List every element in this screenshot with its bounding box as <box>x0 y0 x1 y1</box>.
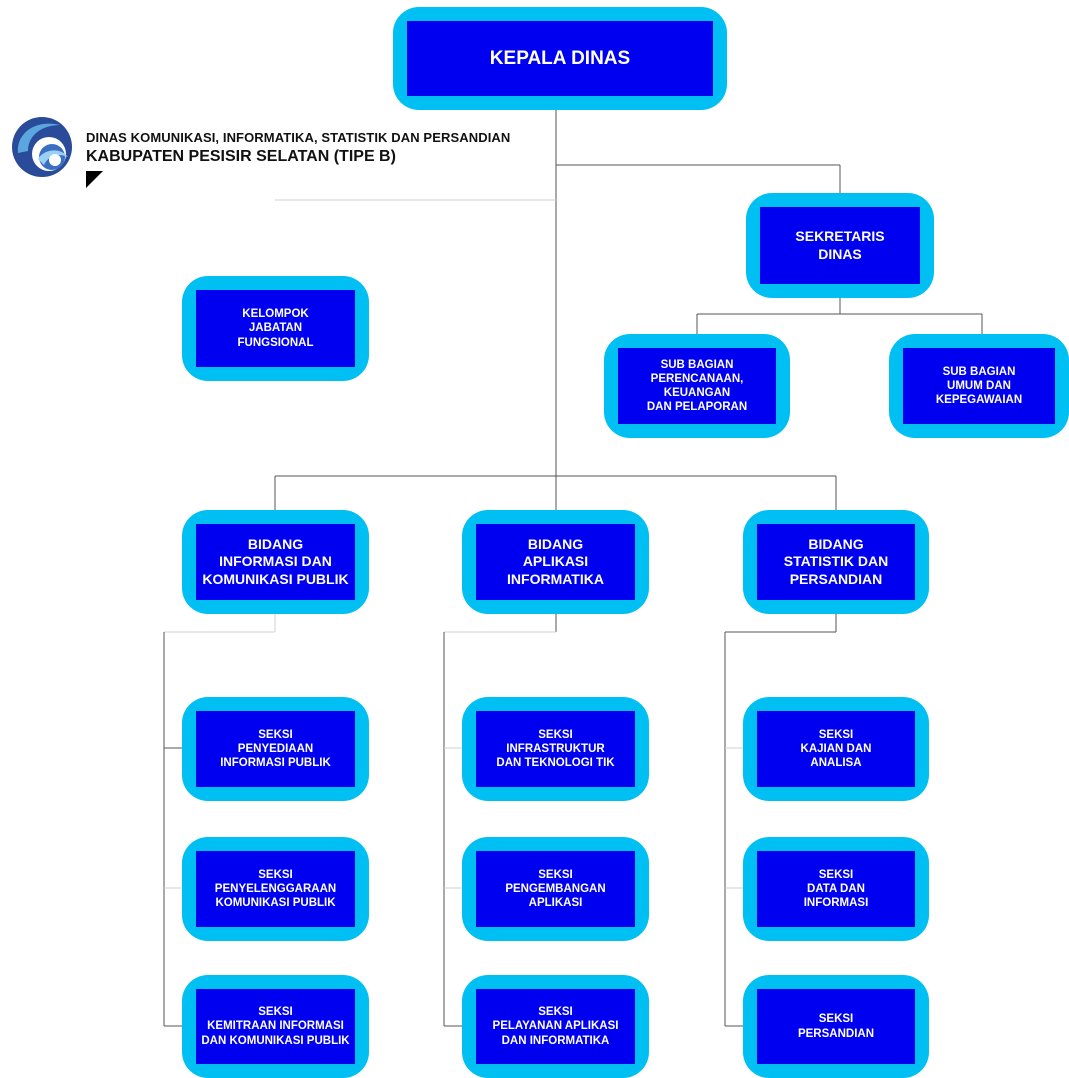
box-bidang-aptika: BIDANG APLIKASI INFORMATIKA <box>462 510 649 614</box>
box-label: SEKRETARIS DINAS <box>795 228 885 262</box>
box-label: SEKSI PENGEMBANGAN APLIKASI <box>505 868 606 909</box>
box-label: BIDANG STATISTIK DAN PERSANDIAN <box>783 536 889 587</box>
box-seksi-penyelenggaraan: SEKSI PENYELENGGARAAN KOMUNIKASI PUBLIK <box>182 837 369 941</box>
box-label: SEKSI KAJIAN DAN ANALISA <box>800 728 872 769</box>
box-kelompok-jabatan-fungsional: KELOMPOK JABATAN FUNGSIONAL <box>182 276 369 381</box>
org-name-line2: KABUPATEN PESISIR SELATAN (TIPE B) <box>86 148 396 165</box>
box-label: SUB BAGIAN UMUM DAN KEPEGAWAIAN <box>935 365 1023 406</box>
box-subbag-perencanaan: SUB BAGIAN PERENCANAAN, KEUANGAN DAN PEL… <box>604 334 790 438</box>
box-label: KEPALA DINAS <box>489 47 631 69</box>
triangle-marker-icon <box>86 171 103 188</box>
box-seksi-pengembangan: SEKSI PENGEMBANGAN APLIKASI <box>462 837 649 941</box>
box-label: SEKSI KEMITRAAN INFORMASI DAN KOMUNIKASI… <box>201 1006 350 1047</box>
box-label: BIDANG APLIKASI INFORMATIKA <box>507 536 604 587</box>
box-bidang-statistik: BIDANG STATISTIK DAN PERSANDIAN <box>743 510 929 614</box>
box-label: SEKSI INFRASTRUKTUR DAN TEKNOLOGI TIK <box>496 728 615 769</box>
kominfo-logo-icon <box>12 117 72 177</box>
box-label: SEKSI DATA DAN INFORMASI <box>803 868 869 909</box>
box-seksi-kajian: SEKSI KAJIAN DAN ANALISA <box>743 697 929 801</box>
box-seksi-data: SEKSI DATA DAN INFORMASI <box>743 837 929 941</box>
box-label: BIDANG INFORMASI DAN KOMUNIKASI PUBLIK <box>202 536 349 587</box>
box-label: SEKSI PELAYANAN APLIKASI DAN INFORMATIKA <box>492 1006 619 1047</box>
box-seksi-persandian: SEKSI PERSANDIAN <box>743 975 929 1078</box>
box-label: SEKSI PERSANDIAN <box>797 1013 875 1040</box>
box-subbag-umum: SUB BAGIAN UMUM DAN KEPEGAWAIAN <box>889 334 1069 438</box>
box-seksi-pelayanan: SEKSI PELAYANAN APLIKASI DAN INFORMATIKA <box>462 975 649 1078</box>
box-label: KELOMPOK JABATAN FUNGSIONAL <box>237 308 314 349</box>
box-label: SEKSI PENYEDIAAN INFORMASI PUBLIK <box>220 728 331 769</box>
box-kepala-dinas: KEPALA DINAS <box>393 7 727 110</box>
org-name-line1: DINAS KOMUNIKASI, INFORMATIKA, STATISTIK… <box>86 130 511 145</box>
box-seksi-infrastruktur: SEKSI INFRASTRUKTUR DAN TEKNOLOGI TIK <box>462 697 649 801</box>
box-seksi-kemitraan: SEKSI KEMITRAAN INFORMASI DAN KOMUNIKASI… <box>182 975 369 1078</box>
box-label: SEKSI PENYELENGGARAAN KOMUNIKASI PUBLIK <box>214 868 337 909</box>
box-label: SUB BAGIAN PERENCANAAN, KEUANGAN DAN PEL… <box>646 358 748 414</box>
box-sekretaris-dinas: SEKRETARIS DINAS <box>746 193 934 298</box>
box-bidang-ikp: BIDANG INFORMASI DAN KOMUNIKASI PUBLIK <box>182 510 369 614</box>
box-seksi-penyediaan: SEKSI PENYEDIAAN INFORMASI PUBLIK <box>182 697 369 801</box>
